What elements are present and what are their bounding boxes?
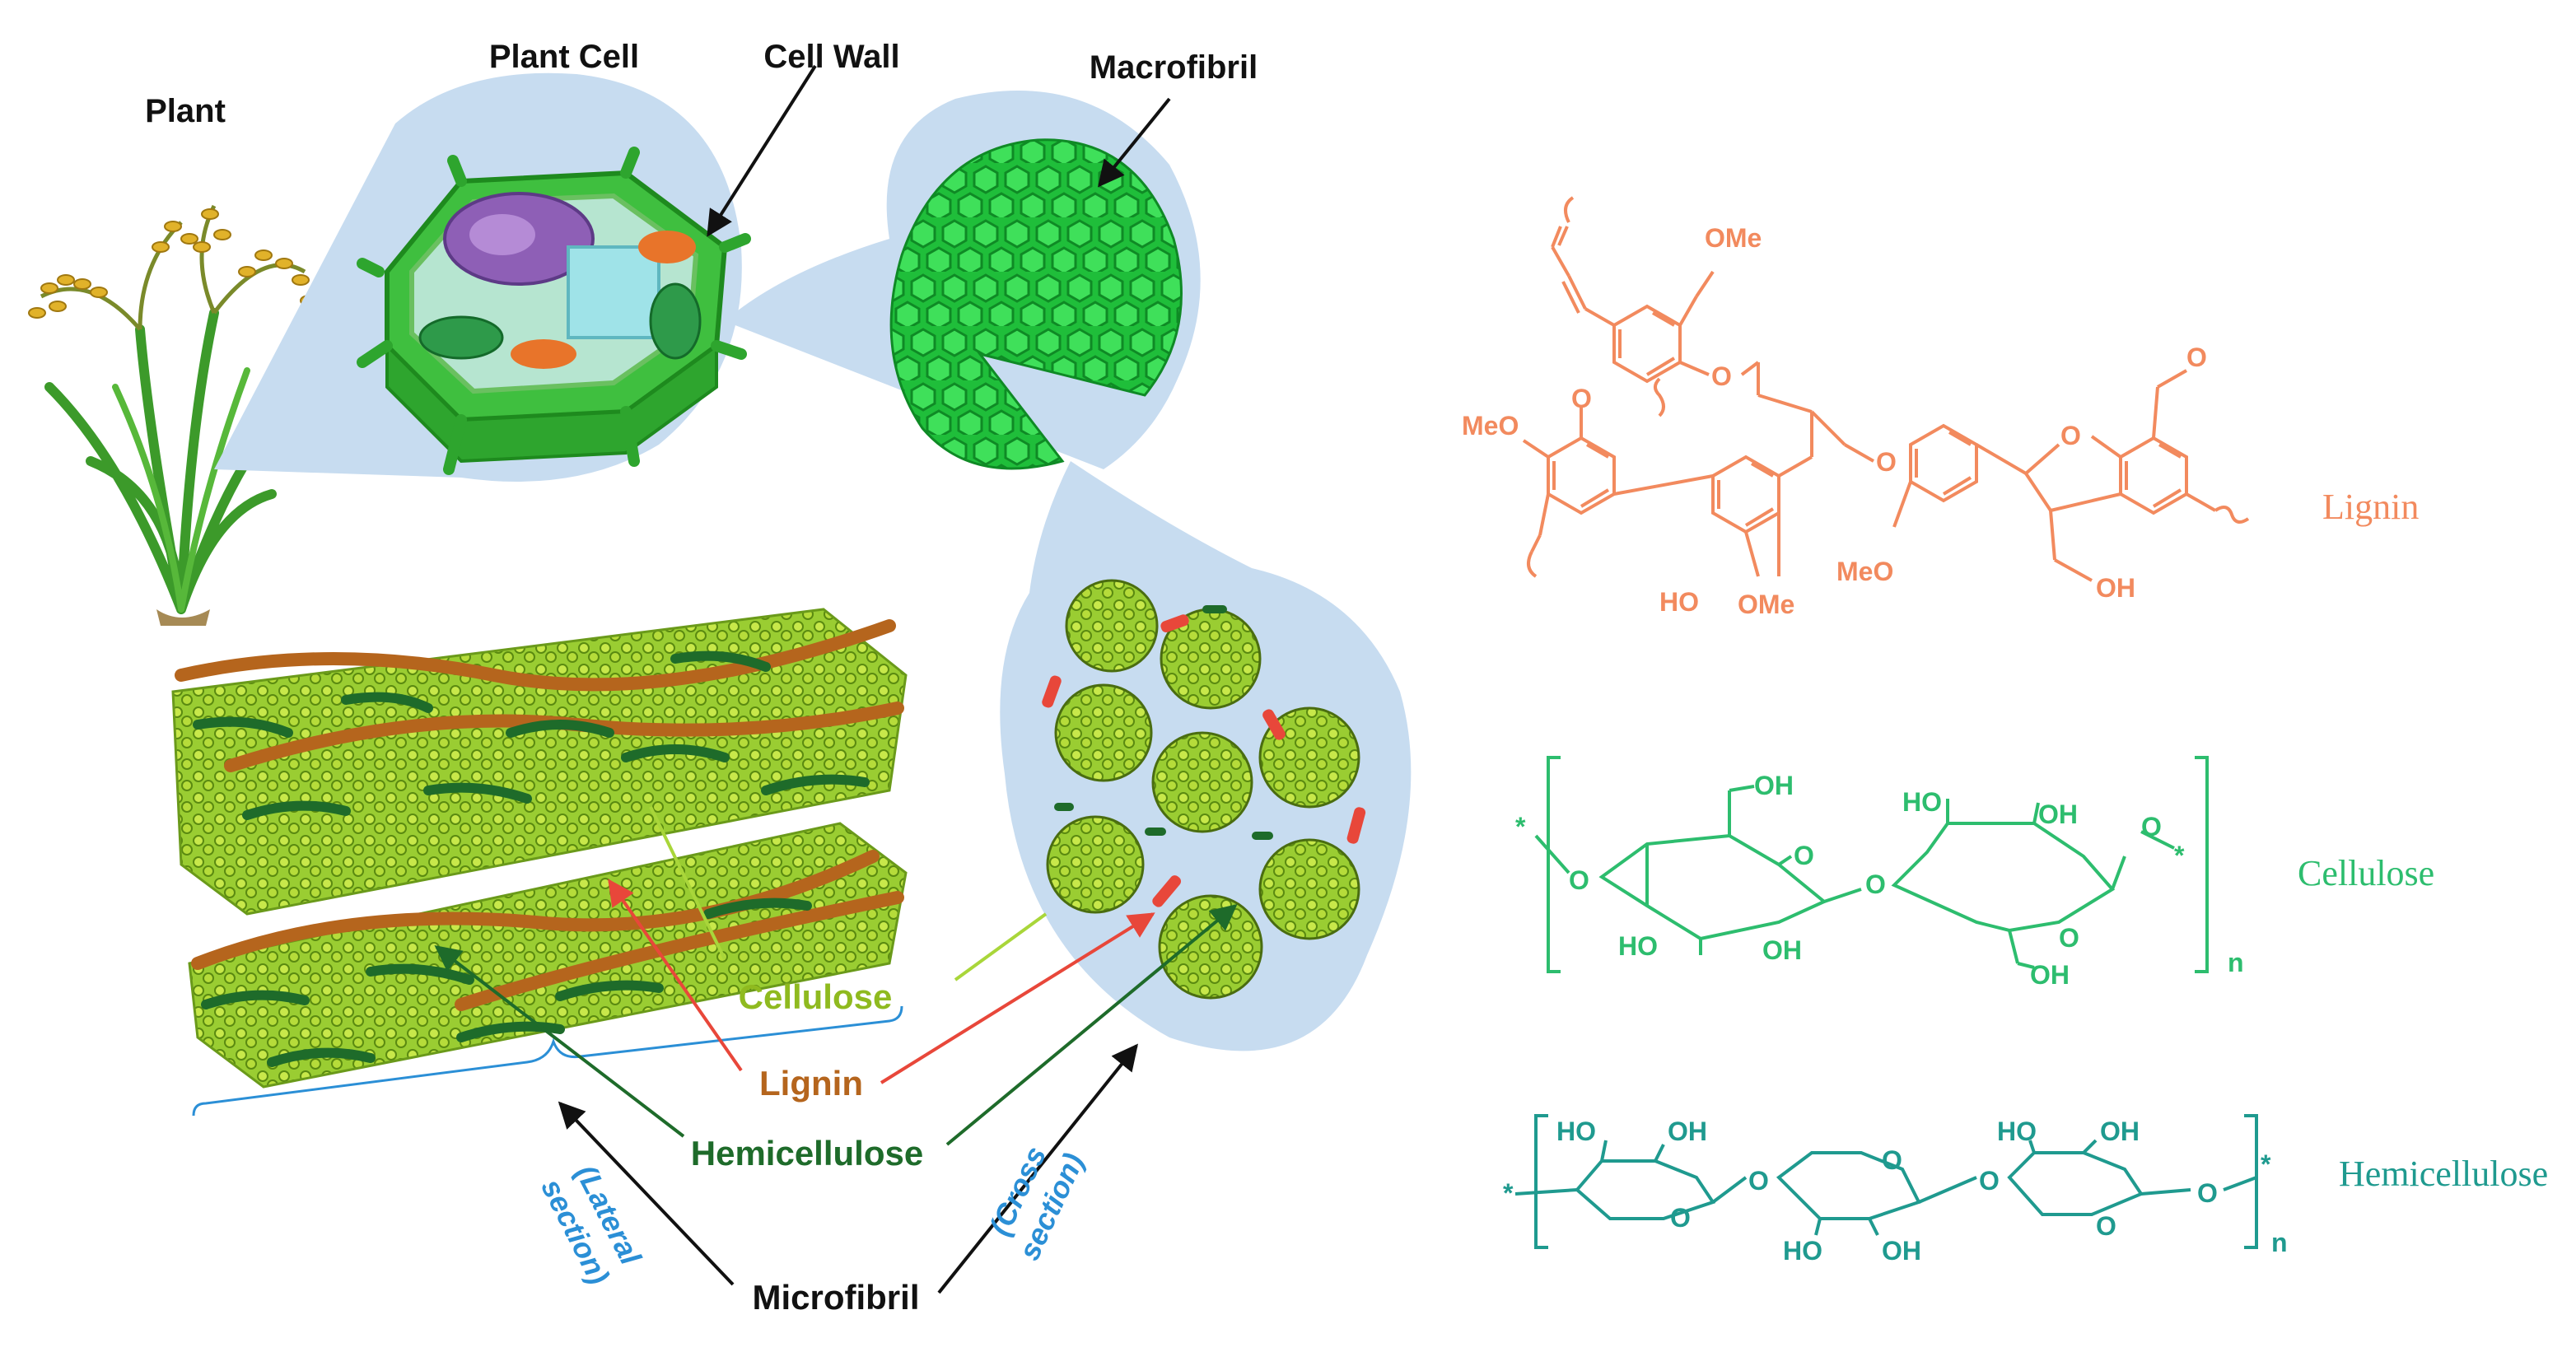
lignin-o-ether-2: O — [1876, 447, 1897, 477]
hemicellulose-o-ring-2: O — [1882, 1145, 1902, 1175]
hemicellulose-n: n — [2271, 1228, 2288, 1257]
lignin-labels: OMe O MeO O HO OMe O MeO O OH O — [1462, 223, 2207, 619]
cellulose-oh-2: OH — [1762, 935, 1802, 965]
cellulose-o-right: O — [2141, 812, 2162, 842]
lignin-o-left: O — [1571, 384, 1592, 413]
rice-plant-illustration — [28, 204, 318, 626]
cellulose-o-ring-2: O — [2059, 923, 2079, 953]
hemicellulose-o-ring-3: O — [2096, 1211, 2116, 1241]
hemicellulose-oh-3: OH — [2100, 1117, 2140, 1146]
hemicellulose-oh-1: OH — [1668, 1117, 1707, 1146]
cellulose-oh-1: OH — [1754, 771, 1794, 800]
macrofibril-disc — [889, 138, 1183, 470]
cellulose-star-right: * — [2174, 841, 2185, 870]
cellulose-oh-3: OH — [2038, 800, 2078, 829]
lignin-o-methoxy: O — [2186, 343, 2207, 372]
hemicellulose-structure — [1514, 1114, 2258, 1249]
label-plant: Plant — [145, 93, 226, 129]
hemicellulose-name: Hemicellulose — [2339, 1154, 2548, 1194]
cellulose-structure — [1534, 756, 2209, 973]
label-macrofibril: Macrofibril — [1090, 49, 1258, 86]
cellulose-ho-2: HO — [1902, 787, 1942, 817]
lignin-o-furan: O — [2060, 421, 2081, 450]
label-cellulose: Cellulose — [739, 977, 893, 1016]
cellulose-o-ring-1: O — [1794, 841, 1814, 870]
hemicellulose-ho-2: HO — [1783, 1236, 1822, 1266]
lignin-oh-right: OH — [2096, 573, 2135, 603]
cellulose-star-left: * — [1515, 812, 1526, 842]
lateral-fibril-bundle — [171, 608, 908, 1089]
hemicellulose-star-right: * — [2261, 1149, 2271, 1179]
label-hemicellulose: Hemicellulose — [691, 1134, 923, 1173]
hemicellulose-o-right: O — [2197, 1178, 2218, 1208]
plant-cell-illustration — [357, 147, 751, 475]
label-cell-wall: Cell Wall — [763, 39, 899, 75]
hemicellulose-o-ring-1: O — [1670, 1203, 1691, 1233]
lignin-ho-bottom: HO — [1659, 587, 1699, 617]
hemicellulose-star-left: * — [1503, 1178, 1514, 1208]
label-cross-section: (Cross section) — [982, 1141, 1090, 1266]
lignin-name: Lignin — [2322, 487, 2419, 527]
cellulose-ho-1: HO — [1618, 931, 1658, 961]
cellulose-o-bridge: O — [1865, 869, 1886, 899]
lignin-ome-bottom: OMe — [1738, 590, 1794, 619]
lateral-section-brace — [192, 1005, 903, 1117]
lignin-o-ether-1: O — [1711, 361, 1732, 391]
cellulose-name: Cellulose — [2298, 853, 2434, 893]
label-lateral-section: (Lateral section) — [534, 1159, 648, 1289]
label-lignin: Lignin — [759, 1064, 863, 1103]
hemicellulose-o-bridge-2: O — [1979, 1166, 2000, 1196]
lignin-ome-top: OMe — [1705, 223, 1762, 253]
cellulose-o-left: O — [1569, 865, 1589, 895]
microfibril-cross-section — [1042, 579, 1366, 1000]
hemicellulose-labels: * HO OH O O O HO OH O HO OH O O * n — [1503, 1117, 2288, 1266]
cellulose-oh-4: OH — [2030, 960, 2070, 990]
lignin-structure — [1522, 196, 2250, 582]
hemicellulose-ho-3: HO — [1997, 1117, 2037, 1146]
hemicellulose-o-bridge-1: O — [1748, 1166, 1769, 1196]
lignin-meo-right: MeO — [1836, 557, 1893, 586]
lignin-meo-left: MeO — [1462, 411, 1519, 441]
label-microfibril: Microfibril — [752, 1278, 919, 1317]
cellulose-labels: * O OH HO OH O O HO OH O OH O * n — [1515, 771, 2244, 990]
hemicellulose-oh-2: OH — [1882, 1236, 1921, 1266]
label-plant-cell: Plant Cell — [489, 39, 639, 75]
cellulose-n: n — [2228, 948, 2244, 977]
annotation-arrows — [434, 64, 1238, 1294]
hemicellulose-ho-1: HO — [1556, 1117, 1596, 1146]
